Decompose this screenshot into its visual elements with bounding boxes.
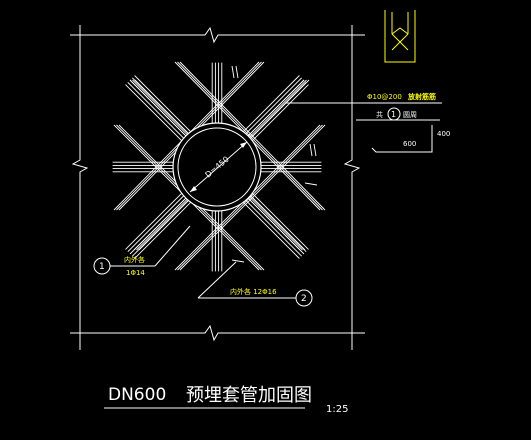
callout-1: 1 内外各 1Φ14 xyxy=(93,225,191,277)
l-bar-dim-horizontal: 600 xyxy=(403,140,416,148)
rebar-line xyxy=(242,183,309,250)
rebar-line xyxy=(134,75,201,142)
diameter-arrow-end xyxy=(240,142,247,148)
title-code: DN600 xyxy=(108,385,166,405)
l-bar-dim-vertical: 400 xyxy=(437,130,450,138)
rebar-line xyxy=(127,185,194,253)
hook-u-shape xyxy=(384,10,416,63)
callout-1-title: 内外各 xyxy=(124,255,145,264)
pipe-sleeve: D=450 xyxy=(172,122,262,212)
callout-2-leader-diag xyxy=(197,261,237,299)
left-boundary-line xyxy=(71,25,89,350)
bottom-boundary-line xyxy=(70,324,365,342)
rebar-desc-label: 放射筋筋 xyxy=(407,92,436,101)
title-scale: 1:25 xyxy=(326,404,348,415)
rebar-line xyxy=(125,84,192,151)
rebar-spec-label: Φ10@200 xyxy=(367,93,402,101)
callout-1-leader-diag xyxy=(154,225,191,267)
right-boundary-line xyxy=(343,25,361,350)
rebar-note-top-right: Φ10@200 放射筋筋 共 1 圆周 600 400 xyxy=(285,92,450,153)
top-boundary-line xyxy=(70,26,365,44)
rebar-line xyxy=(134,192,201,259)
title-block: DN600 预埋套管加固图 1:25 xyxy=(104,385,348,415)
rebar-line xyxy=(127,81,194,149)
diameter-arrow-start xyxy=(190,186,197,192)
rebar-count-prefix: 共 xyxy=(376,110,383,119)
rebar-count-number: 1 xyxy=(391,110,396,119)
rebar-line xyxy=(233,192,300,259)
callout-2-number: 2 xyxy=(301,294,307,304)
hook-detail xyxy=(384,10,416,63)
rebar-count-desc: 圆周 xyxy=(403,111,417,119)
callout-1-number: 1 xyxy=(99,262,105,272)
diameter-dimension-line xyxy=(189,141,248,193)
callout-2: 内外各 12Φ16 2 xyxy=(197,261,313,307)
rebar-tick-marks xyxy=(231,65,318,263)
rebar-line xyxy=(235,190,303,257)
rebar-line xyxy=(177,124,323,271)
wall-boundary xyxy=(70,25,365,350)
callout-2-circle xyxy=(295,289,313,307)
callout-1-spec: 1Φ14 xyxy=(126,269,145,277)
rebar-line xyxy=(179,61,326,211)
callout-2-text: 内外各 12Φ16 xyxy=(230,287,277,296)
pipe-inner-circle xyxy=(177,127,257,207)
title-text: 预埋套管加固图 xyxy=(186,385,312,406)
rebar-line xyxy=(177,61,323,211)
rebar-line xyxy=(125,183,192,250)
rebar-line xyxy=(179,124,326,271)
l-bar-sketch xyxy=(371,125,433,153)
